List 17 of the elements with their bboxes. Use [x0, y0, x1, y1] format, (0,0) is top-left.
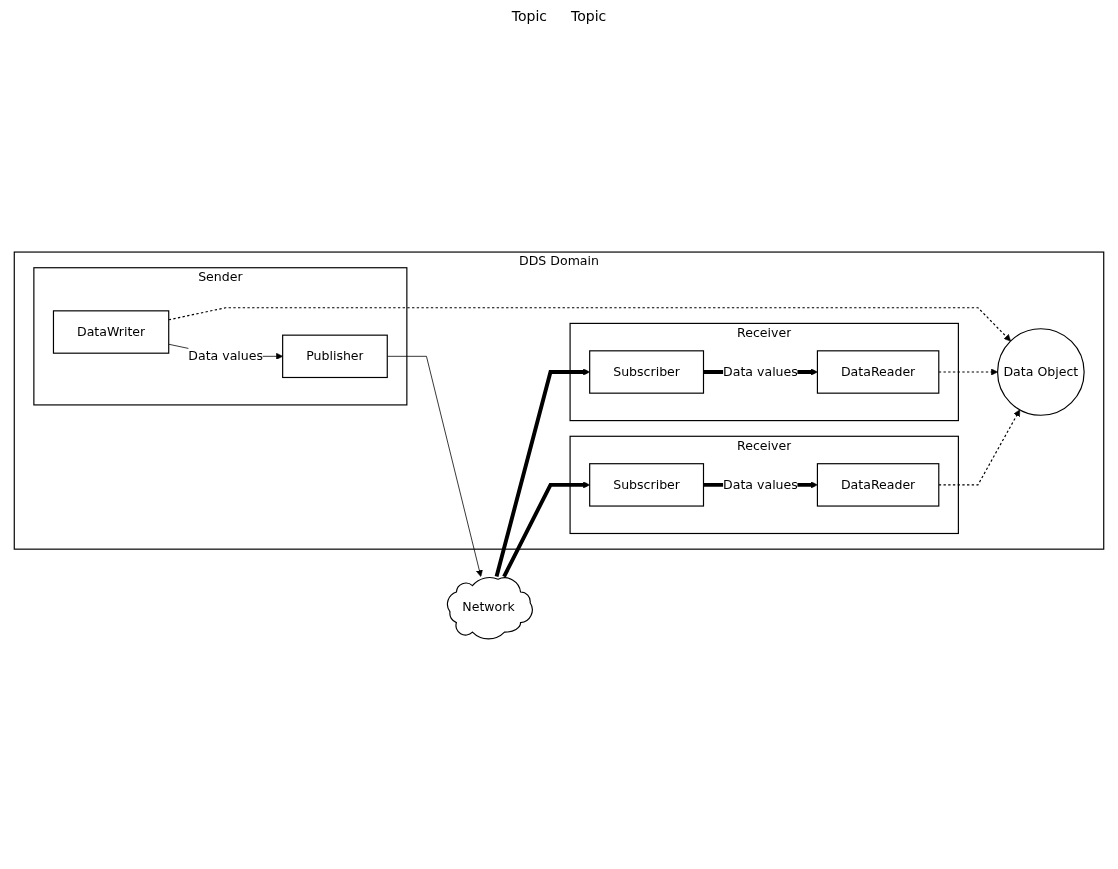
note-label: Topic [511, 8, 547, 24]
arrow [168, 307, 1011, 342]
arrow [502, 481, 590, 578]
edge-label: Data values [188, 348, 264, 364]
node-box: DataReader [816, 463, 940, 507]
edge-label: Data values [723, 364, 798, 380]
arrow [938, 409, 1021, 486]
node-box: DataWriter [52, 310, 170, 354]
edge-label: Data values [723, 477, 798, 492]
note-label: Topic [571, 8, 607, 24]
arrow [494, 368, 590, 578]
node-box: Subscriber [589, 463, 705, 507]
node-box: Subscriber [589, 350, 705, 394]
node-box: DataReader [816, 350, 940, 394]
node-box: Publisher [282, 334, 388, 379]
node-circle: Data Object [997, 328, 1085, 416]
arrow [938, 368, 998, 376]
